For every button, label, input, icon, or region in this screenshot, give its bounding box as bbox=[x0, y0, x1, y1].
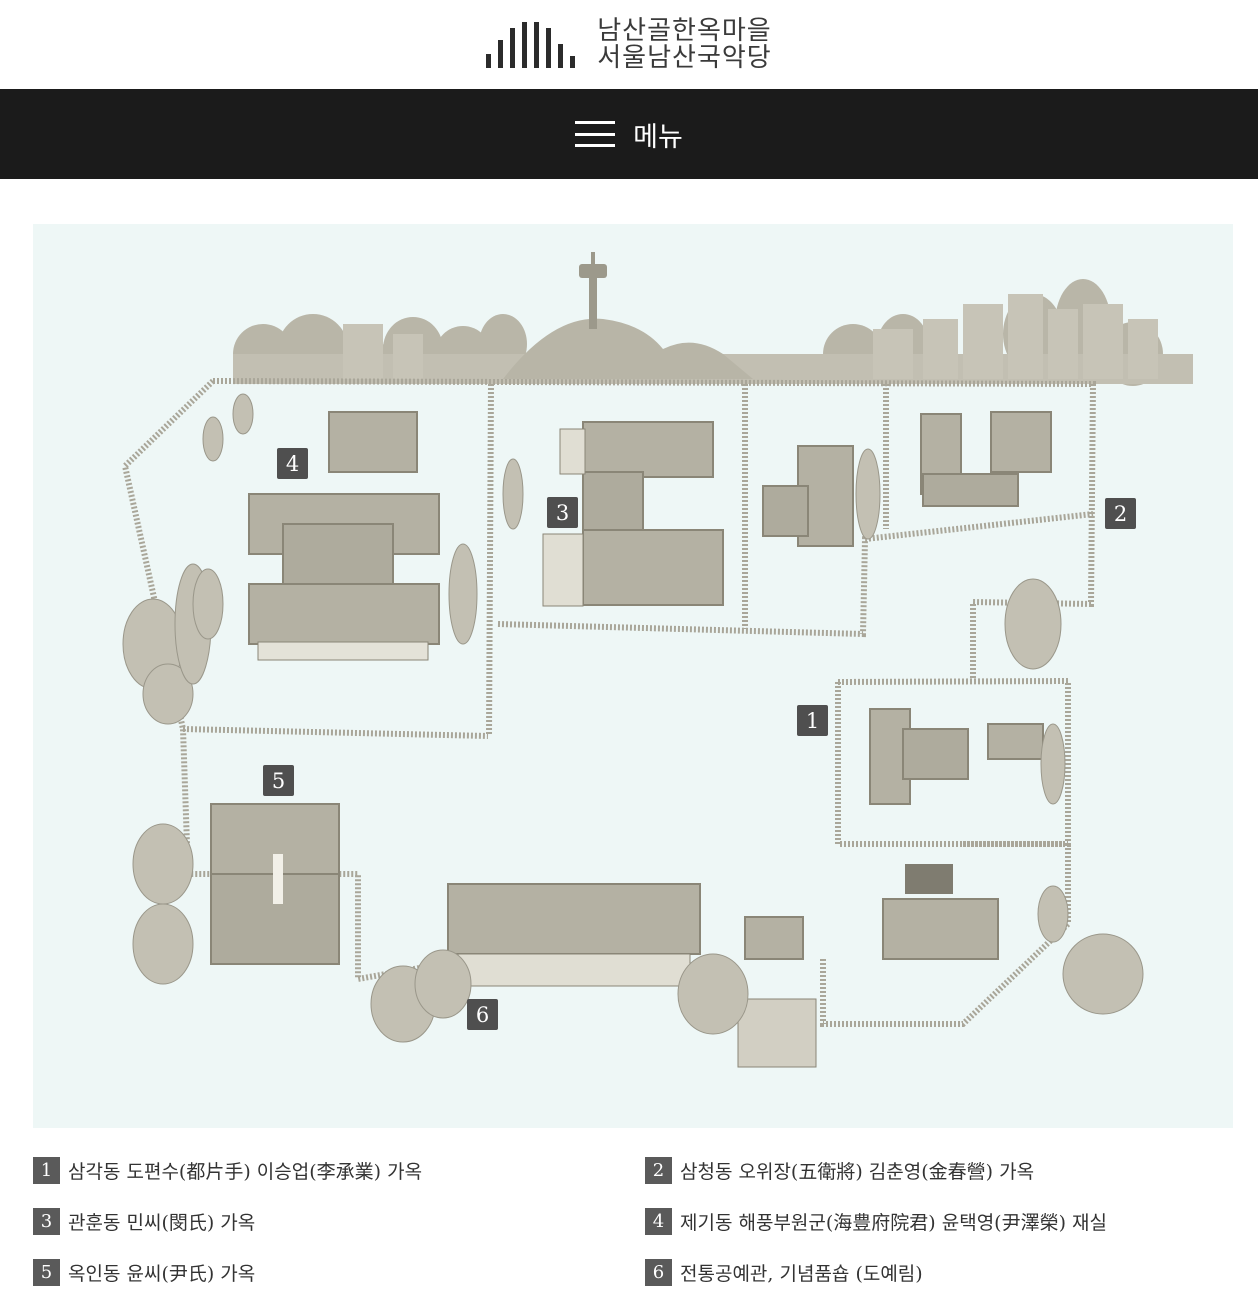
menu-bar: 메뉴 bbox=[0, 89, 1258, 179]
legend-text: 관훈동 민씨(閔氏) 가옥 bbox=[68, 1212, 256, 1234]
legend-text: 삼각동 도편수(都片手) 이승업(李承業) 가옥 bbox=[68, 1161, 423, 1183]
legend-text: 옥인동 윤씨(尹氏) 가옥 bbox=[68, 1263, 256, 1285]
legend-number: 3 bbox=[33, 1208, 60, 1235]
map-marker-4[interactable]: 4 bbox=[277, 448, 308, 479]
legend-item-3[interactable]: 3 관훈동 민씨(閔氏) 가옥 bbox=[33, 1208, 255, 1235]
house-center-buildings bbox=[762, 445, 854, 547]
logo-bars-icon bbox=[486, 21, 576, 68]
legend-text: 전통공예관, 기념품숍 (도예림) bbox=[680, 1263, 923, 1285]
house-5-buildings bbox=[210, 803, 340, 965]
legend-number: 4 bbox=[645, 1208, 672, 1235]
city-buildings bbox=[343, 294, 1158, 379]
house-3-buildings bbox=[542, 421, 724, 607]
logo-text: 남산골한옥마을 서울남산국악당 bbox=[597, 15, 772, 73]
house-2-buildings bbox=[920, 411, 1052, 507]
legend-item-2[interactable]: 2 삼청동 오위장(五衛將) 김춘영(金春營) 가옥 bbox=[645, 1157, 1034, 1184]
village-trees bbox=[122, 393, 1144, 1043]
map-marker-1[interactable]: 1 bbox=[797, 705, 828, 736]
namsan-mountain bbox=[503, 252, 753, 379]
legend-text: 제기동 해풍부원군(海豊府院君) 윤택영(尹澤榮) 재실 bbox=[680, 1212, 1108, 1234]
menu-label[interactable]: 메뉴 bbox=[633, 121, 683, 153]
village-walls bbox=[121, 378, 1097, 1027]
house-4-buildings bbox=[248, 411, 440, 661]
crafts-hall-building bbox=[447, 883, 817, 1068]
legend-item-1[interactable]: 1 삼각동 도편수(都片手) 이승업(李承業) 가옥 bbox=[33, 1157, 422, 1184]
legend-number: 5 bbox=[33, 1259, 60, 1286]
logo-line-2: 서울남산국악당 bbox=[597, 42, 772, 73]
site-logo[interactable]: 남산골한옥마을 서울남산국악당 bbox=[486, 15, 772, 73]
map-illustration bbox=[121, 252, 1193, 1068]
hamburger-menu-icon[interactable] bbox=[575, 121, 616, 147]
legend-number: 1 bbox=[33, 1157, 60, 1184]
legend-item-4[interactable]: 4 제기동 해풍부원군(海豊府院君) 윤택영(尹澤榮) 재실 bbox=[645, 1208, 1107, 1235]
legend-number: 2 bbox=[645, 1157, 672, 1184]
house-1-buildings bbox=[869, 708, 1044, 805]
logo-line-1: 남산골한옥마을 bbox=[597, 15, 772, 46]
pavilion-building bbox=[882, 864, 999, 960]
map-marker-2[interactable]: 2 bbox=[1105, 498, 1136, 529]
map-marker-5[interactable]: 5 bbox=[263, 765, 294, 796]
map-marker-3[interactable]: 3 bbox=[547, 497, 578, 528]
legend-text: 삼청동 오위장(五衛將) 김춘영(金春營) 가옥 bbox=[680, 1161, 1035, 1183]
map-marker-6[interactable]: 6 bbox=[467, 999, 498, 1030]
site-header: 남산골한옥마을 서울남산국악당 bbox=[0, 0, 1258, 89]
legend-number: 6 bbox=[645, 1259, 672, 1286]
village-map: 1 2 3 4 5 6 bbox=[33, 224, 1233, 1128]
legend-item-6[interactable]: 6 전통공예관, 기념품숍 (도예림) bbox=[645, 1259, 923, 1286]
legend-item-5[interactable]: 5 옥인동 윤씨(尹氏) 가옥 bbox=[33, 1259, 255, 1286]
